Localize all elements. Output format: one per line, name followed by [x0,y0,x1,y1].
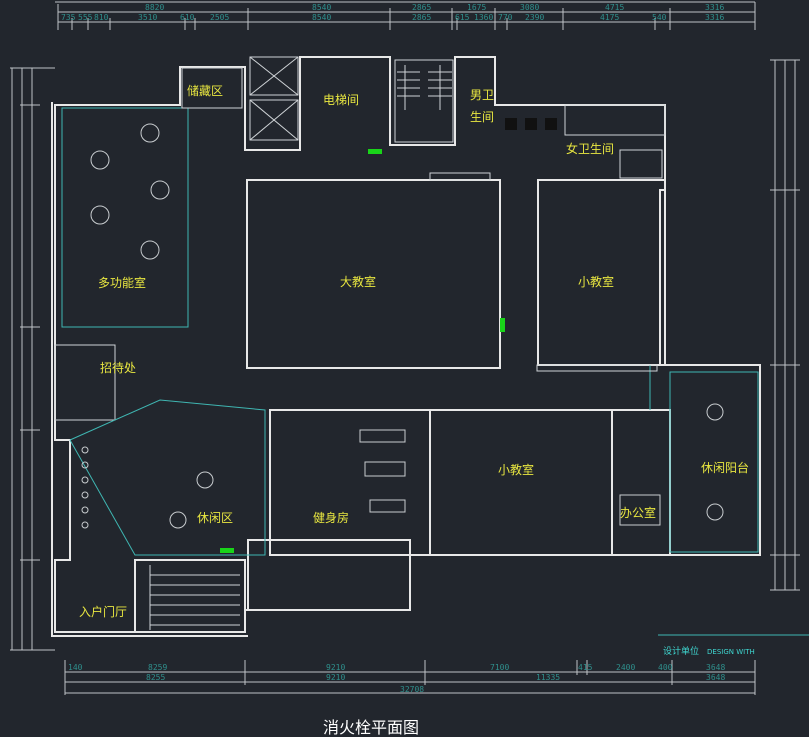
dim-bottom-7: 400 [658,663,673,672]
furniture [81,118,724,529]
design-with-label: DESIGN WITH [707,648,755,656]
dim-top-1: 8820 [145,3,164,12]
dim-top2-3: 810 [94,13,109,22]
hydrant-icon [220,548,234,553]
dim-top-6: 4715 [605,3,624,12]
dim-top2-8: 2865 [412,13,431,22]
dim-top-3: 2865 [412,3,431,12]
dim-top2-10: 1360 [474,13,493,22]
label-small-classroom-2: 小教室 [498,462,534,477]
dim-top2-1: 735 [61,13,76,22]
dim-bottom-1: 140 [68,663,83,672]
label-gym: 健身房 [313,510,349,525]
dim-bottom2-4: 3648 [706,673,725,682]
dim-top2-15: 3316 [705,13,724,22]
dim-top2-7: 8540 [312,13,331,22]
fire-hydrants [220,149,505,553]
dim-top2-6: 2505 [210,13,229,22]
design-unit-label: 设计单位 [663,645,699,657]
title-block: 设计单位 DESIGN WITH [663,645,755,657]
side-dimensions [10,59,800,651]
drawing-title: 消火栓平面图 [323,718,419,737]
label-small-classroom-1: 小教室 [578,274,614,289]
dim-top2-2: 555 [78,13,93,22]
dim-top2-14: 540 [652,13,667,22]
dim-top-2: 8540 [312,3,331,12]
label-mens-wc-1: 男卫 [470,88,494,102]
hydrant-icon [500,318,505,332]
dim-top2-12: 2390 [525,13,544,22]
dim-top-7: 3316 [705,3,724,12]
dim-bottom-3: 9210 [326,663,345,672]
label-multifunction: 多功能室 [98,275,146,290]
dim-top2-9: 615 [455,13,470,22]
top-dimensions: 8820 8540 2865 1675 3080 4715 3316 735 5… [55,1,756,30]
dim-bottom-total: 32708 [400,685,424,694]
dim-top2-11: 770 [498,13,513,22]
hydrant-icon [368,149,382,154]
room-labels: 储藏区 电梯间 男卫 生间 女卫生间 多功能室 大教室 小教室 招待处 小教室 … [79,83,749,619]
dim-bottom-6: 2400 [616,663,635,672]
dim-top-4: 1675 [467,3,486,12]
label-office: 办公室 [620,505,656,520]
dim-top2-5: 610 [180,13,195,22]
label-elevator: 电梯间 [323,93,359,107]
label-reception: 招待处 [100,361,136,375]
dim-bottom2-3: 11335 [536,673,560,682]
dim-bottom2-1: 8255 [146,673,165,682]
label-mens-wc-2: 生间 [470,110,494,124]
dim-top2-4: 3510 [138,13,157,22]
dim-bottom-5: 415 [578,663,593,672]
label-leisure-balcony: 休闲阳台 [701,460,749,475]
label-entrance-hall: 入户门厅 [79,604,127,619]
dim-bottom-4: 7100 [490,663,509,672]
bottom-dimensions: 140 8259 9210 7100 415 2400 400 3648 825… [64,634,809,695]
dim-bottom-8: 3648 [706,663,725,672]
dim-bottom-2: 8259 [148,663,167,672]
label-large-classroom: 大教室 [340,274,376,289]
label-storage: 储藏区 [187,83,223,98]
dim-top-5: 3080 [520,3,539,12]
dim-top2-13: 4175 [600,13,619,22]
label-womens-wc: 女卫生间 [566,141,614,156]
label-leisure-area: 休闲区 [197,511,233,525]
walls [51,56,761,637]
dim-bottom2-2: 9210 [326,673,345,682]
stairs [149,65,452,630]
